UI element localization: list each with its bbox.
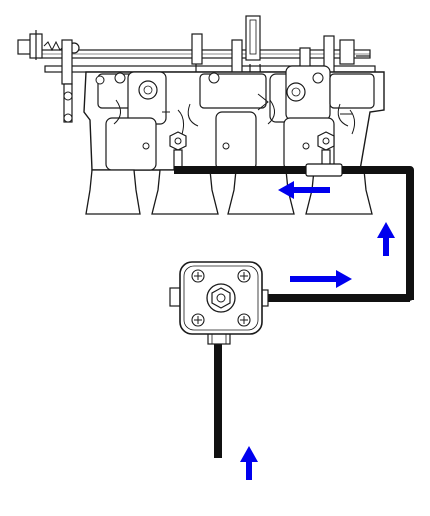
rail-fitting-collar <box>305 163 343 177</box>
fuel-rail <box>174 166 414 300</box>
flow-arrow-inlet <box>240 446 258 480</box>
supply-line-corner <box>404 292 414 301</box>
flow-arrows <box>240 181 395 480</box>
flow-arrow-rail <box>278 181 330 199</box>
flow-arrow-pump-outlet <box>290 270 352 288</box>
linkage-bracket-left <box>17 30 80 123</box>
intake-trumpets <box>85 169 373 215</box>
fuel-pump <box>169 261 269 345</box>
pump-screws <box>191 269 251 327</box>
carburetor-bank <box>17 15 385 215</box>
pump-hex-nut <box>206 283 236 313</box>
banjo-fittings <box>169 131 335 171</box>
carburetor-bodies <box>83 65 385 171</box>
fuel-lines <box>174 163 414 458</box>
flow-arrow-riser <box>377 222 395 256</box>
